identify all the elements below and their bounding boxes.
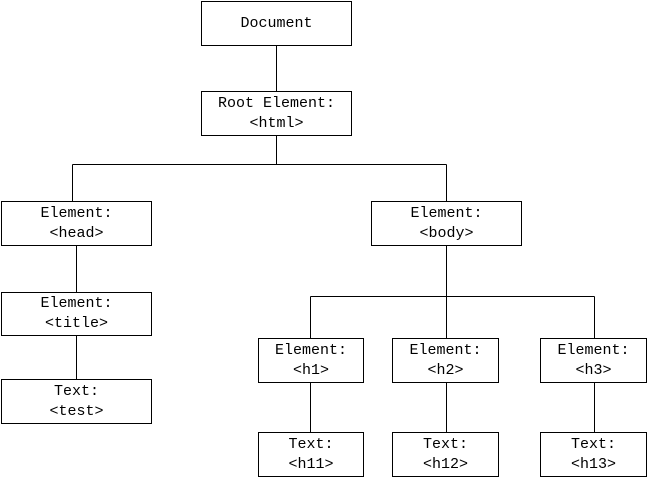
node-head-element: Element: <head> (1, 201, 152, 246)
node-title-element: Element: <title> (1, 292, 152, 336)
node-text-test-value: <test> (49, 402, 104, 420)
node-h3-element-label: Element: (557, 341, 630, 359)
node-head-element-label: Element: (40, 204, 113, 222)
node-h2-element: Element: <h2> (392, 338, 499, 383)
node-root-element-label: Root Element: (217, 94, 336, 112)
node-h1-element: Element: <h1> (258, 338, 364, 383)
node-text-h13-label: Text: (570, 435, 616, 453)
node-root-element: Root Element: <html> (201, 91, 352, 136)
node-text-h12-label: Text: (422, 435, 468, 453)
node-h2-element-label: Element: (409, 341, 482, 359)
node-text-h12: Text: <h12> (392, 432, 499, 477)
node-title-element-tag: <title> (44, 315, 108, 332)
node-body-element: Element: <body> (371, 201, 522, 246)
node-text-test-label: Text: (53, 382, 99, 400)
node-text-h11-value: <h11> (288, 455, 334, 473)
node-text-h11-label: Text: (288, 435, 334, 453)
node-h3-element-tag: <h3> (575, 361, 612, 379)
node-h2-element-tag: <h2> (427, 361, 464, 379)
node-text-h13-value: <h13> (570, 455, 616, 473)
node-body-element-tag: <body> (419, 224, 474, 242)
node-text-h13: Text: <h13> (540, 432, 647, 477)
node-document-label: Document (240, 14, 313, 32)
node-text-test: Text: <test> (1, 379, 152, 424)
node-root-element-tag: <html> (249, 114, 304, 132)
node-title-element-label: Element: (40, 295, 113, 312)
node-h1-element-label: Element: (274, 341, 347, 359)
node-head-element-tag: <head> (49, 224, 104, 242)
node-text-h11: Text: <h11> (258, 432, 364, 477)
node-h1-element-tag: <h1> (292, 361, 329, 379)
node-document: Document (201, 1, 352, 46)
node-text-h12-value: <h12> (422, 455, 468, 473)
node-h3-element: Element: <h3> (540, 338, 647, 383)
node-body-element-label: Element: (410, 204, 483, 222)
